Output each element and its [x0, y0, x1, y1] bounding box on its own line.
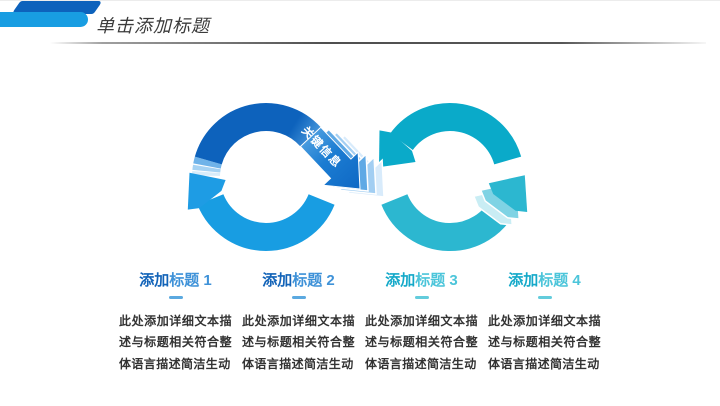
column-dash: [291, 296, 306, 299]
caption-column-3: 添加标题 3 此处添加详细文本描述与标题相关符合整体语言描述简洁生动: [365, 269, 478, 375]
caption-column-2: 添加标题 2 此处添加详细文本描述与标题相关符合整体语言描述简洁生动: [242, 269, 355, 375]
column-title-rest: 标题 3: [415, 272, 458, 289]
column-body-text: 此处添加详细文本描述与标题相关符合整体语言描述简洁生动: [365, 314, 478, 371]
column-title-rest: 标题 2: [292, 272, 335, 289]
column-title-accent: 添加: [508, 272, 539, 289]
column-title: 添加标题 3: [365, 269, 478, 290]
column-title-accent: 添加: [385, 272, 416, 289]
header-ribbon-light: [0, 12, 88, 27]
infinity-loop-svg: 关键信息: [187, 103, 528, 251]
right-loop-bottom-arrow: [381, 175, 528, 251]
column-title-accent: 添加: [262, 272, 293, 289]
column-body-text: 此处添加详细文本描述与标题相关符合整体语言描述简洁生动: [242, 314, 355, 371]
column-dash: [414, 296, 429, 299]
column-title: 添加标题 1: [119, 269, 232, 290]
infinity-loop-diagram: 关键信息: [180, 89, 540, 263]
column-title: 添加标题 4: [488, 269, 601, 290]
left-loop-bottom-arrow: [187, 156, 335, 251]
column-title: 添加标题 2: [242, 269, 355, 290]
left-loop-top-arrow: 关键信息: [194, 103, 385, 198]
header-divider-line: [50, 42, 706, 44]
column-title-accent: 添加: [139, 272, 170, 289]
column-dash: [537, 296, 552, 299]
caption-column-4: 添加标题 4 此处添加详细文本描述与标题相关符合整体语言描述简洁生动: [488, 269, 601, 375]
column-body-text: 此处添加详细文本描述与标题相关符合整体语言描述简洁生动: [119, 314, 232, 371]
slide-title: 单击添加标题: [96, 16, 210, 36]
right-loop-top-arrow: [379, 103, 522, 168]
caption-column-1: 添加标题 1 此处添加详细文本描述与标题相关符合整体语言描述简洁生动: [119, 269, 232, 375]
column-title-rest: 标题 4: [538, 272, 581, 289]
caption-columns: 添加标题 1 此处添加详细文本描述与标题相关符合整体语言描述简洁生动 添加标题 …: [0, 269, 720, 375]
column-body-text: 此处添加详细文本描述与标题相关符合整体语言描述简洁生动: [488, 314, 601, 371]
column-title-rest: 标题 1: [169, 272, 212, 289]
column-dash: [168, 296, 183, 299]
